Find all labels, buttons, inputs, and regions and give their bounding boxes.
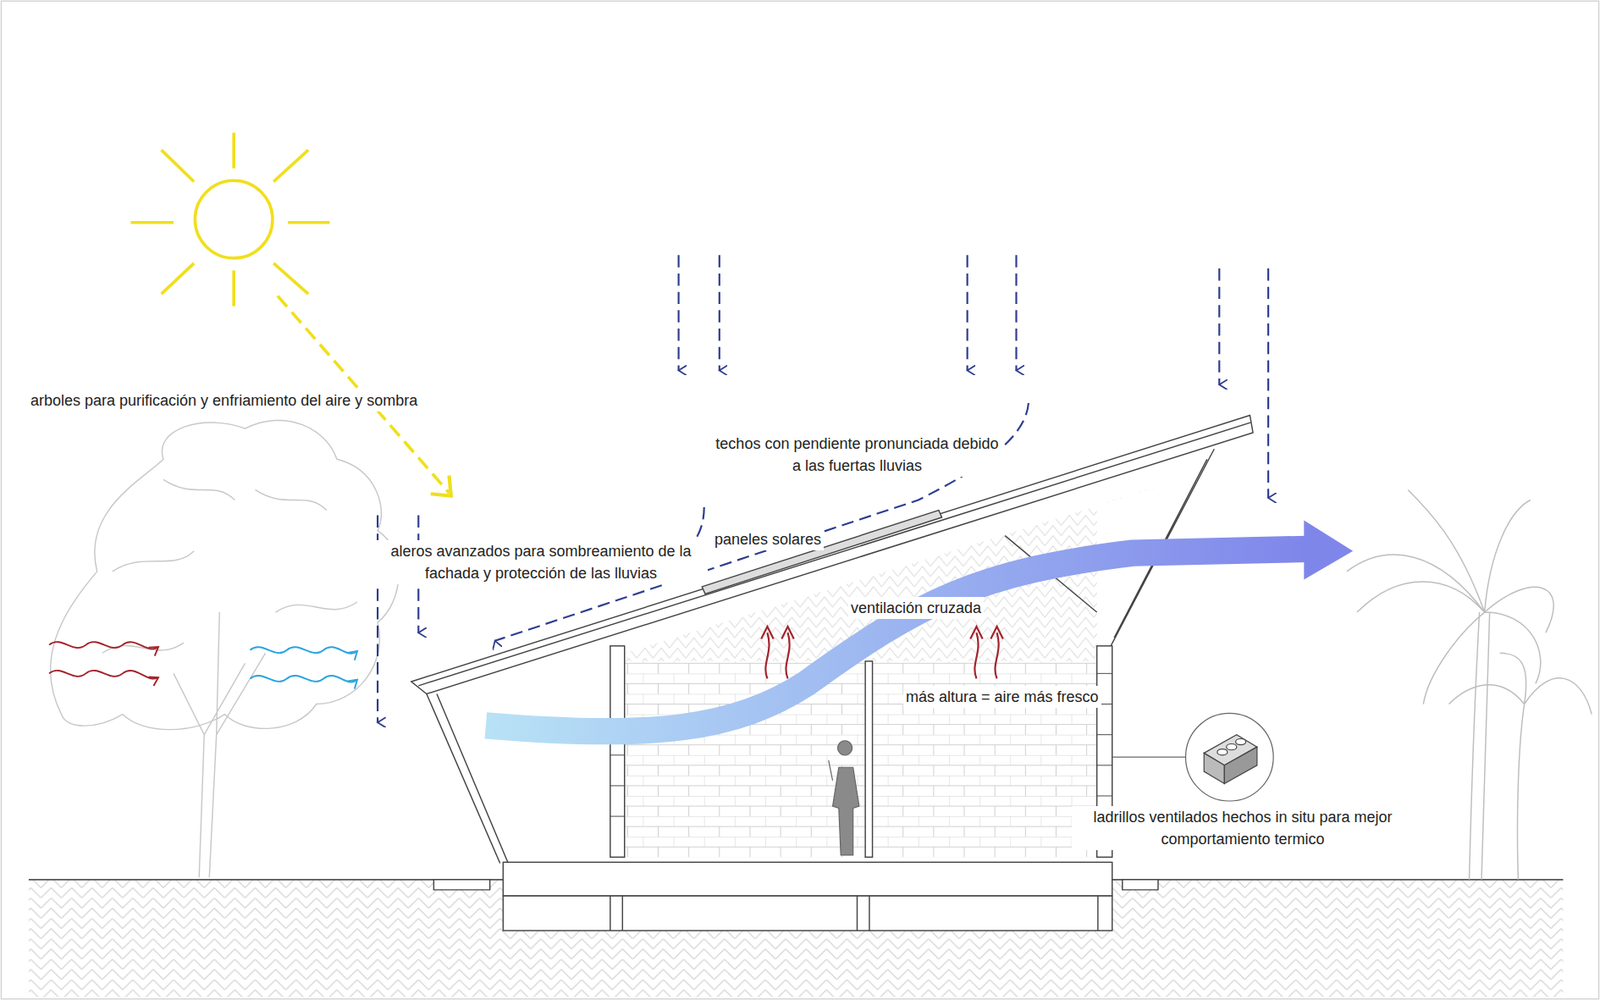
annotation-label: techos con pendiente pronunciada debido … — [712, 432, 1002, 477]
annotation-label: paneles solares — [711, 528, 824, 551]
annotation-label: aleros avanzados para sombreamiento de l… — [374, 540, 708, 585]
annotation-label: ladrillos ventilados hechos in situ para… — [1071, 805, 1414, 850]
annotation-label: ventilación cruzada — [848, 596, 984, 619]
annotation-label: más altura = aire más fresco — [903, 685, 1102, 708]
annotation-label: arboles para purificación y enfriamiento… — [27, 389, 420, 412]
